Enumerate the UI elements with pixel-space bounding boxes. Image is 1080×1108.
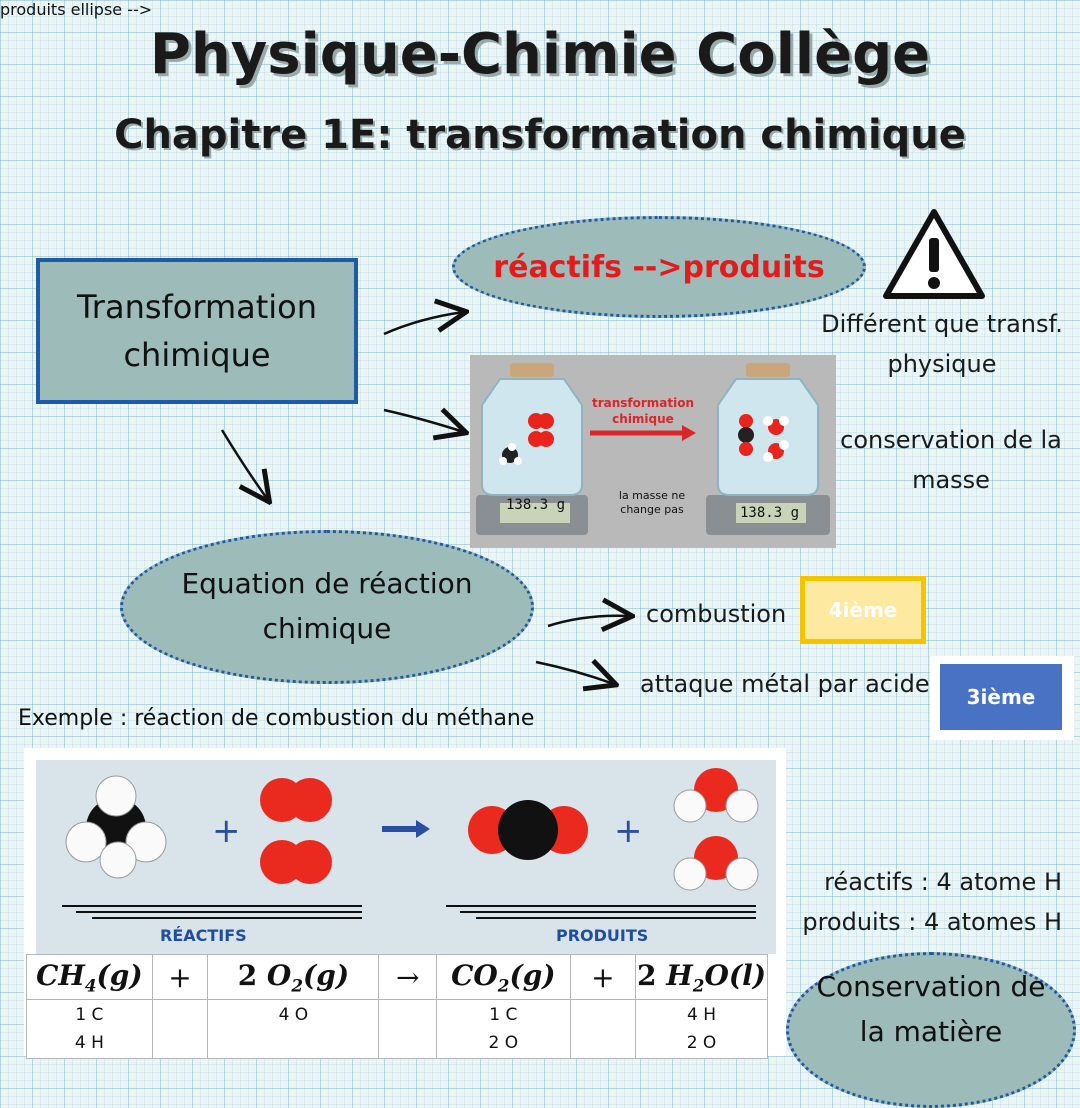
conservation-matiere-line2: la matière	[859, 1015, 1003, 1048]
warning-text: Différent que transf. physique	[812, 304, 1072, 384]
count-oxygen: 4 O	[207, 999, 380, 1059]
reactifs-label: RÉACTIFS	[160, 926, 247, 945]
transformation-box: Transformation chimique	[36, 258, 358, 404]
warning-icon	[883, 209, 985, 299]
arrow-to-attaque	[535, 662, 614, 684]
mass-note-line1: la masse ne	[618, 489, 686, 502]
example-label: Exemple : réaction de combustion du méth…	[18, 706, 535, 731]
mass-conservation-photo: transformation chimique 138.3 g 138.3 g …	[470, 355, 836, 548]
molecule-illustration: + + RÉACTIFS PRODUITS	[36, 760, 776, 954]
caption-line1: transformation	[591, 396, 695, 410]
combustion-label: combustion	[646, 600, 787, 628]
badge-3ieme: 3ième	[940, 664, 1062, 730]
equation-table: CH4(g) + 2 O2(g) → CO2(g) + 2 H2O(l) 1 C…	[26, 954, 768, 1059]
connector-arrows	[220, 0, 1080, 1080]
transformation-caption: transformation chimique	[588, 395, 698, 427]
term-water: 2 H2O(l)	[635, 954, 768, 1000]
term-methane: CH4(g)	[26, 954, 153, 1000]
produits-label: PRODUITS	[556, 926, 649, 945]
equation-line1: Equation de réaction	[181, 567, 473, 601]
attaque-label: attaque métal par acide	[640, 670, 930, 698]
conservation-masse-line1: conservation de la	[840, 426, 1062, 454]
plus-1: +	[212, 811, 241, 851]
arrow-to-equation	[220, 429, 268, 500]
transformation-line2: chimique	[123, 336, 271, 374]
atom-count-produits: produits : 4 atomes H	[802, 908, 1062, 936]
conservation-matiere-line1: Conservation de	[816, 970, 1046, 1004]
arrow-to-combustion	[547, 616, 630, 626]
reactifs-produits-label: réactifs -->produits	[493, 249, 825, 285]
equation-ellipse: Equation de réaction chimique	[120, 530, 534, 684]
transformation-line1: Transformation	[76, 288, 318, 326]
term-co2: CO2(g)	[436, 954, 571, 1000]
equation-line2: chimique	[262, 612, 392, 645]
badge-4ieme: 4ième	[800, 576, 926, 644]
equation-row: CH4(g) + 2 O2(g) → CO2(g) + 2 H2O(l)	[26, 954, 768, 1000]
conservation-masse-line2: masse	[912, 466, 990, 494]
atom-count-text: réactifs : 4 atome H produits : 4 atomes…	[790, 862, 1062, 942]
arrow-to-photo	[383, 410, 464, 432]
arrow-to-reactifs	[383, 312, 464, 336]
caption-line2: chimique	[612, 412, 674, 426]
scale-readout-left: 138.3 g	[506, 497, 566, 513]
jars-illustration	[470, 355, 836, 548]
warning-line2: physique	[887, 350, 997, 378]
conservation-matiere-ellipse: Conservation de la matière	[786, 952, 1076, 1108]
scale-readout-right: 138.3 g	[740, 505, 800, 521]
warning-line1: Différent que transf.	[821, 310, 1063, 338]
molecules-svg: + +	[62, 768, 759, 919]
mass-note: la masse ne change pas	[610, 489, 694, 517]
page-title: Physique-Chimie Collège	[149, 22, 931, 87]
conservation-masse-text: conservation de la masse	[836, 420, 1066, 500]
page-subtitle: Chapitre 1E: transformation chimique	[114, 112, 966, 158]
atom-count-reactifs: réactifs : 4 atome H	[824, 868, 1062, 896]
reaction-arrow: →	[378, 954, 437, 1000]
plus-sign: +	[569, 954, 637, 1000]
reactifs-produits-ellipse: réactifs -->produits	[452, 216, 866, 318]
plus-2: +	[614, 811, 643, 851]
mass-note-line2: change pas	[620, 503, 684, 516]
plus-sign: +	[151, 954, 209, 1000]
term-oxygen: 2 O2(g)	[207, 954, 380, 1000]
